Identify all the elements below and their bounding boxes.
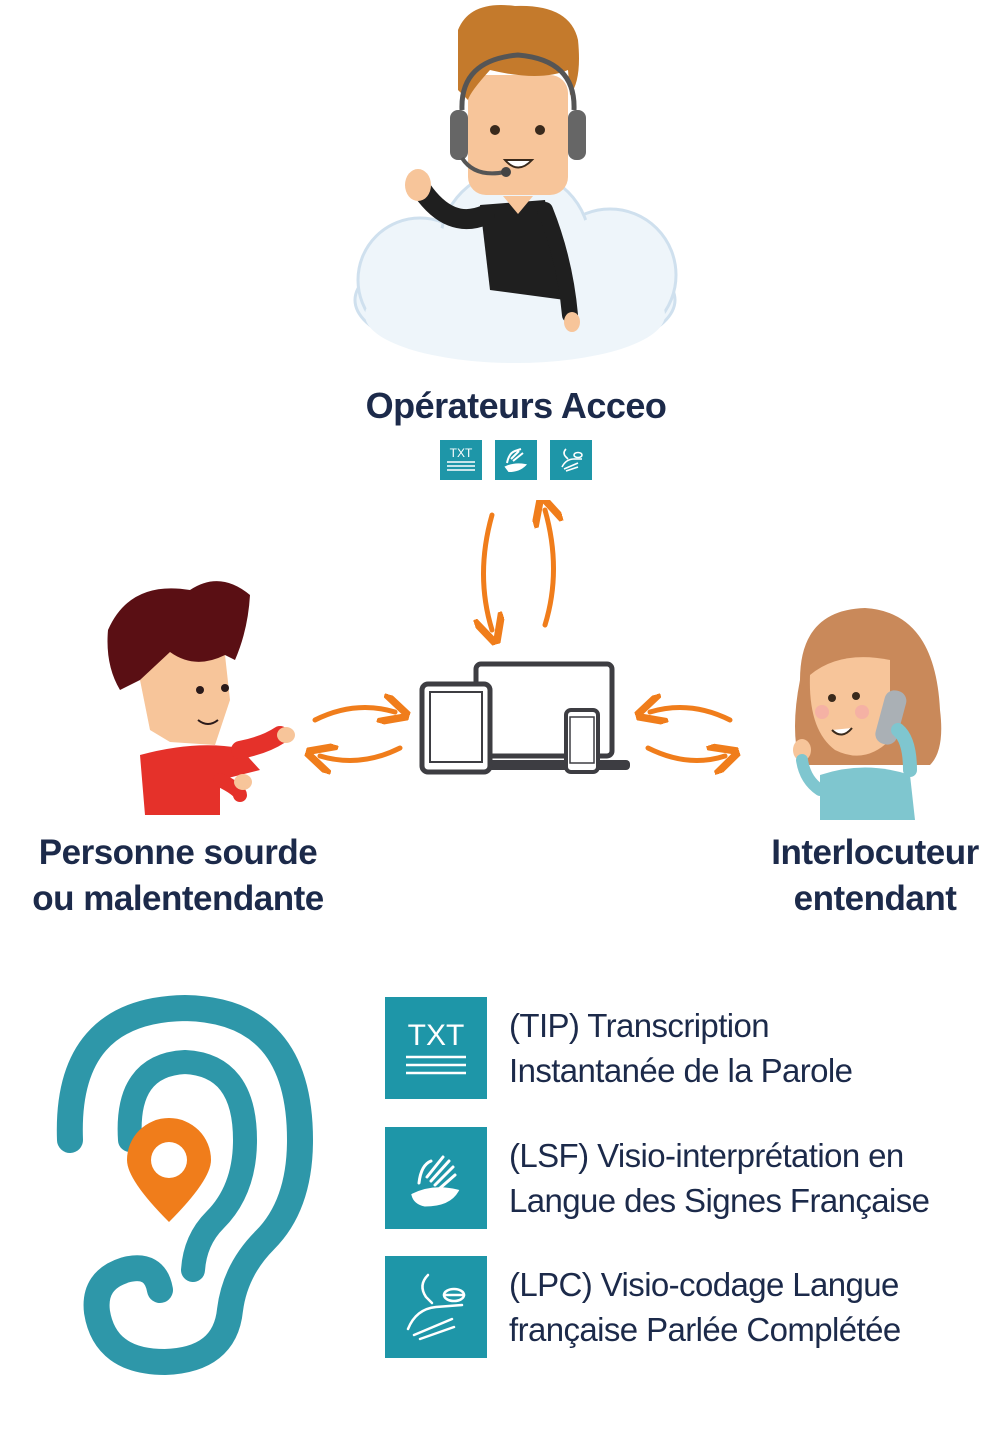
legend-lpc-line2: française Parlée Complétée [509,1311,901,1348]
arrow-hearing-left [650,708,733,721]
txt-icon: TXT [440,440,482,480]
cued-speech-icon [385,1256,487,1358]
operator-service-icons: TXT [440,440,592,480]
arrow-operator-up [545,510,554,628]
location-pin-icon [127,1118,211,1222]
hearing-person-label-line1: Interlocuteur [771,833,979,872]
operators-label: Opérateurs Acceo [365,385,667,426]
legend-lpc-line1: (LPC) Visio-codage Langue [509,1266,899,1303]
legend-item-lsf: (LSF) Visio-interprétation en Langue des… [385,1127,930,1229]
exchange-arrows [0,500,1000,790]
deaf-person-label-line2: ou malentendante [32,879,324,918]
ear-location-logo [56,994,314,1376]
legend-tip-line1: (TIP) Transcription [509,1007,770,1044]
legend-item-lpc: (LPC) Visio-codage Langue française Parl… [385,1256,901,1358]
arrow-deaf-right [312,708,395,721]
legend-item-tip: TXT (TIP) Transcription Instantanée de l… [385,997,853,1099]
legend-lsf-line2: Langue des Signes Française [509,1182,930,1219]
deaf-person-label-line1: Personne sourde [38,833,318,872]
txt-icon-label: TXT [450,446,473,460]
tablet [419,681,493,775]
operator-head [468,75,568,195]
arrow-hearing-right [645,748,725,761]
sign-hands-icon [495,440,537,480]
deaf-person-head [140,650,230,745]
hearing-person-face [809,657,890,756]
deaf-person-label: Personne sourde ou malentendante [18,830,338,922]
legend-lsf-line1: (LSF) Visio-interprétation en [509,1137,904,1174]
txt-icon-label: TXT [408,1019,465,1052]
legend-text-tip: (TIP) Transcription Instantanée de la Pa… [509,1003,853,1093]
arrow-deaf-left [320,748,403,761]
txt-icon: TXT [385,997,487,1099]
phone [564,708,600,774]
cued-speech-icon [550,440,592,480]
devices-icon [419,661,630,775]
ear-outline [56,994,314,1376]
operator-illustration [353,5,678,363]
deaf-person-illustration [107,581,295,815]
legend-tip-line2: Instantanée de la Parole [509,1052,853,1089]
hearing-person-label-line2: entendant [793,879,957,918]
arrow-operator-down [484,512,493,630]
hearing-person-label: Interlocuteur entendant [740,830,1000,922]
sign-hands-icon [385,1127,487,1229]
legend-text-lsf: (LSF) Visio-interprétation en Langue des… [509,1133,930,1223]
hearing-person-illustration [793,608,942,820]
legend-text-lpc: (LPC) Visio-codage Langue française Parl… [509,1262,901,1352]
